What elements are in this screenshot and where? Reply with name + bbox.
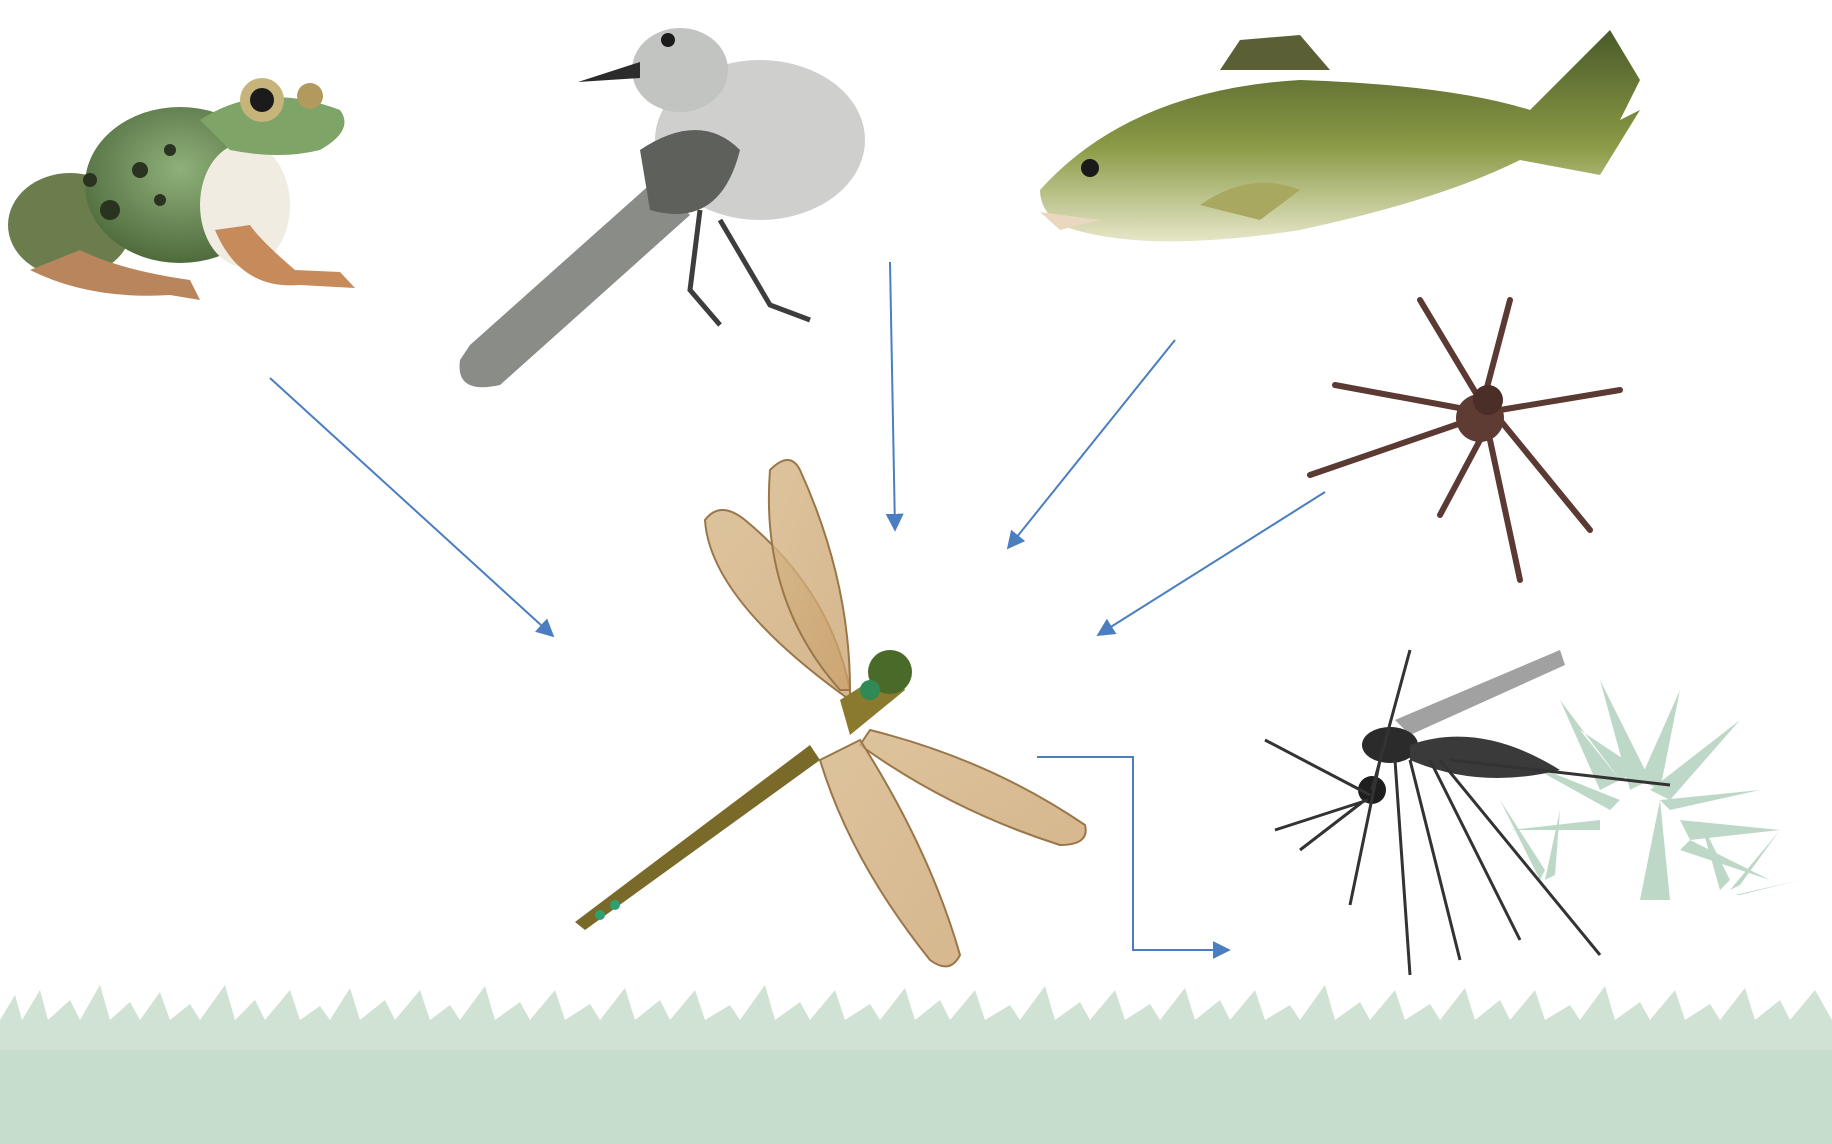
spider-icon — [1310, 300, 1620, 580]
dragonfly-icon — [575, 460, 1086, 966]
arrow-dragonfly-to-mosquito — [1037, 757, 1229, 950]
arrow-spider-to-dragonfly — [1098, 492, 1325, 635]
bird-icon — [460, 28, 866, 387]
frog-icon — [8, 78, 355, 300]
arrow-frog-to-dragonfly — [270, 378, 553, 636]
arrow-bird-to-dragonfly — [890, 262, 895, 530]
arrow-fish-to-dragonfly — [1008, 340, 1175, 548]
palm-icon — [1470, 680, 1800, 900]
grass-strip — [0, 985, 1832, 1050]
ground-band — [0, 1050, 1832, 1144]
fish-icon — [1040, 30, 1640, 241]
